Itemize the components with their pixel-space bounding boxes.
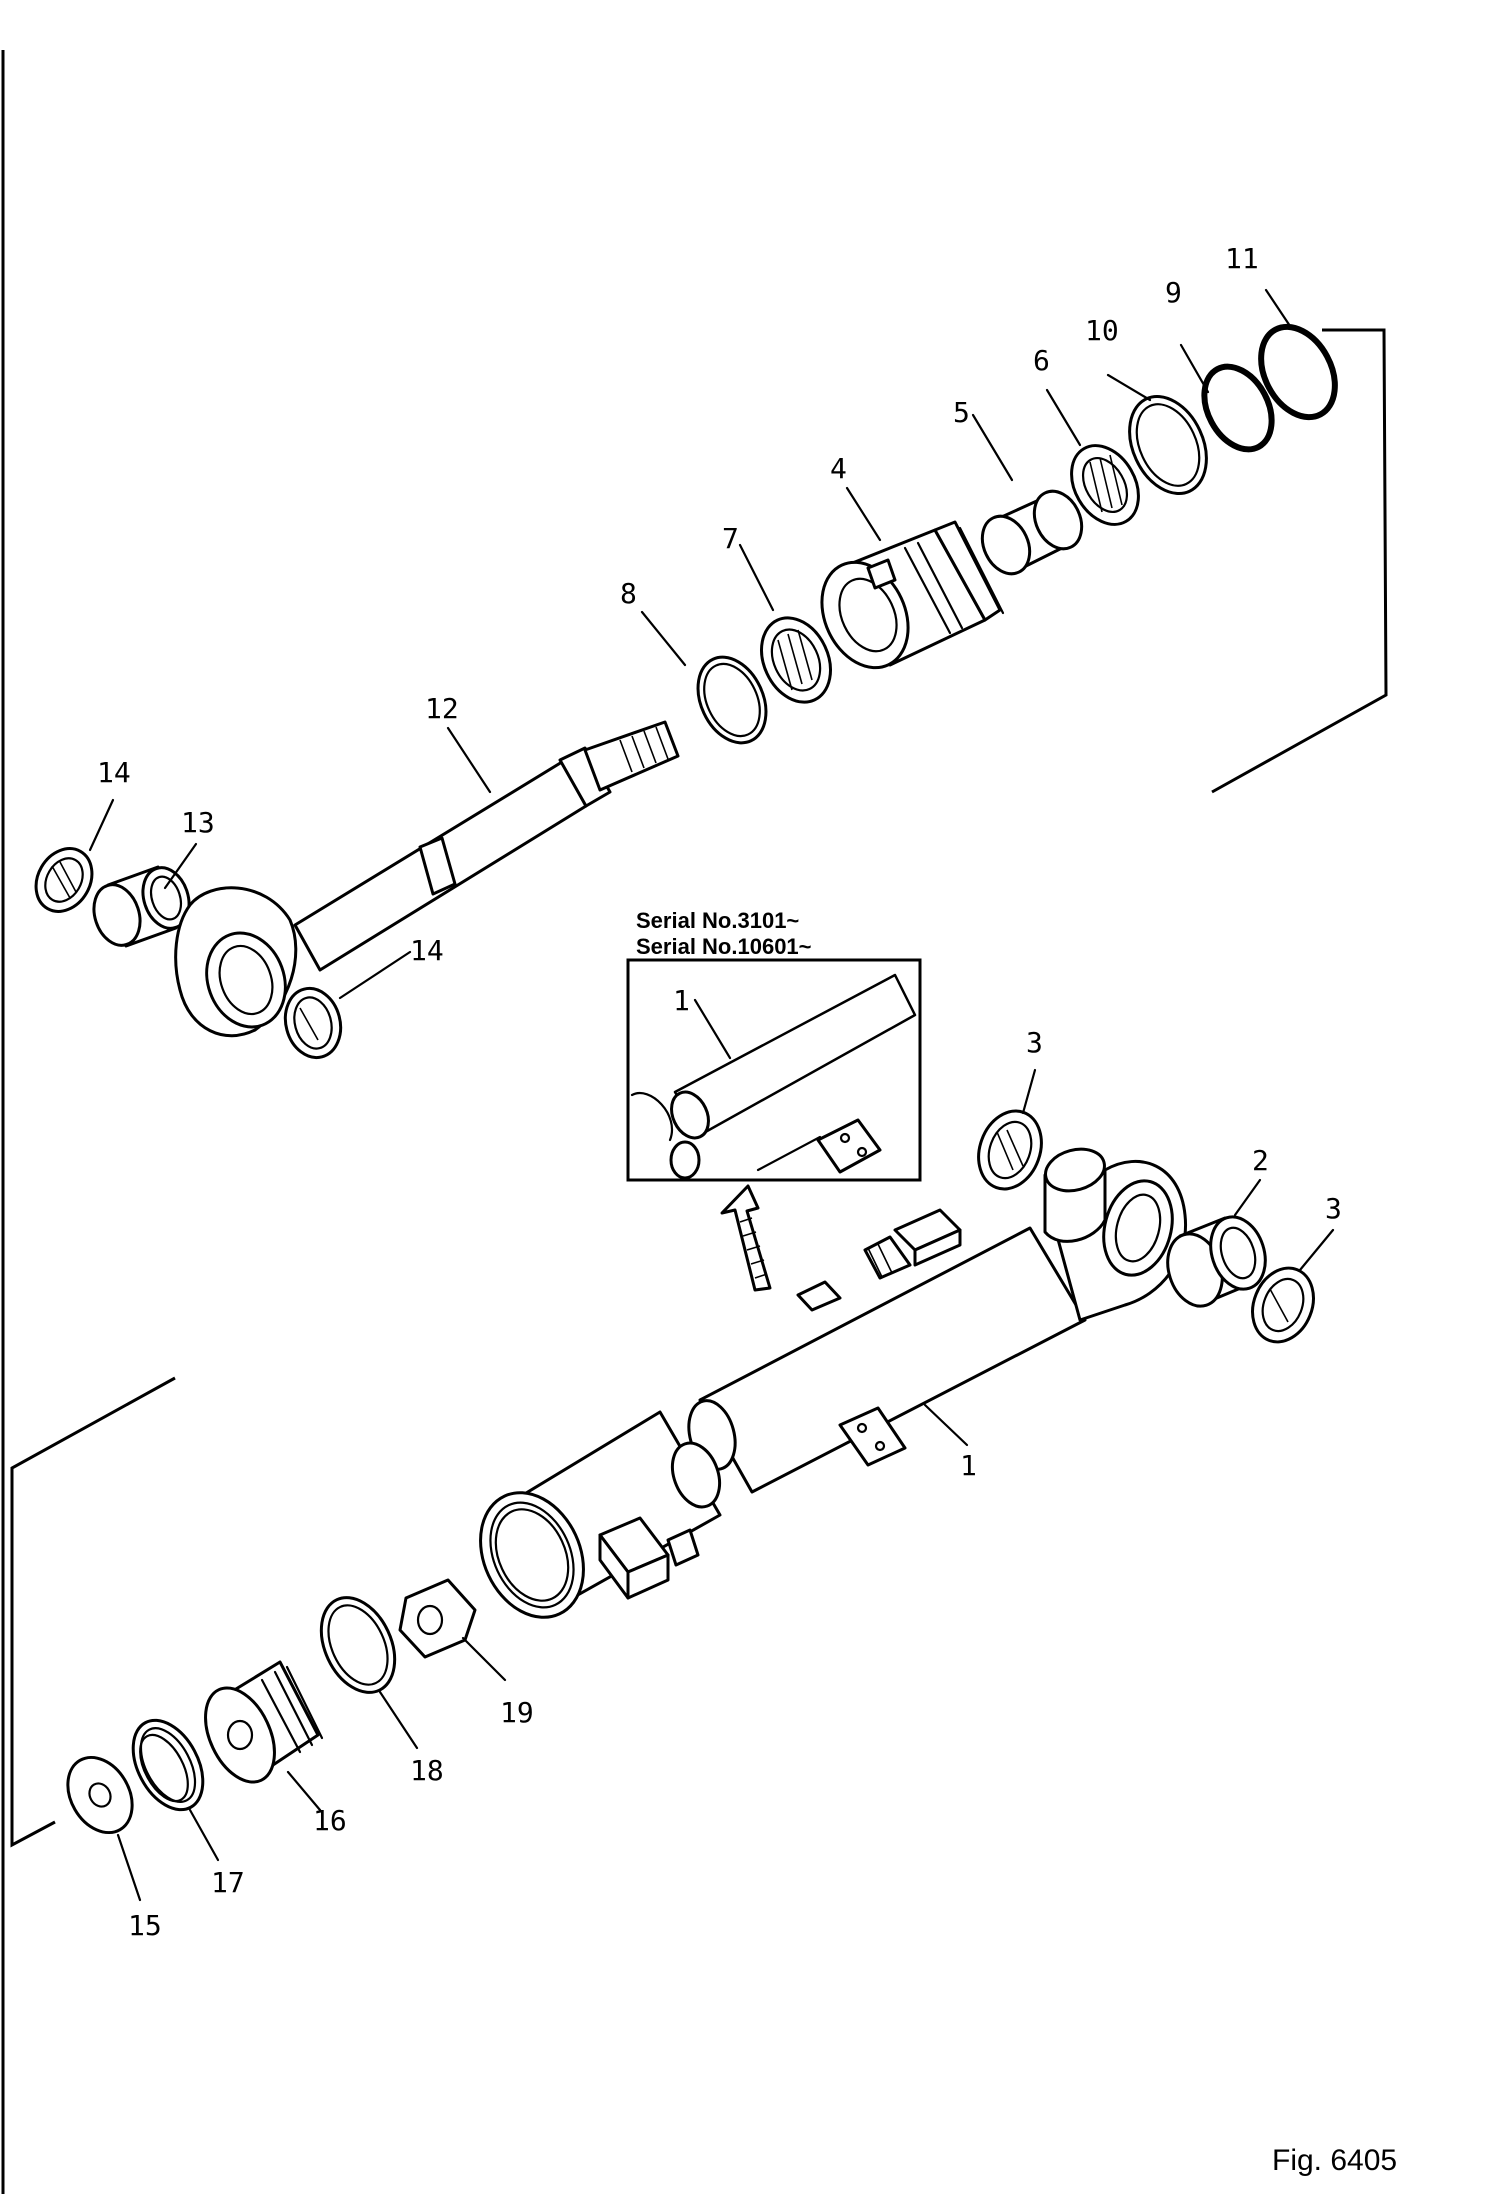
part-7-seal: [760, 616, 832, 704]
callout-3-lower: 3: [1325, 1192, 1342, 1225]
part-16-piston: [204, 1660, 324, 1784]
callout-14-right: 14: [410, 934, 444, 967]
inset-arrow: [720, 1184, 772, 1292]
callout-15: 15: [128, 1909, 162, 1942]
callout-5: 5: [953, 396, 970, 429]
part-3-bushing-lower: [1251, 1266, 1315, 1344]
callout-2: 2: [1252, 1144, 1269, 1177]
serial-number-2: Serial No.10601~: [636, 934, 812, 959]
callout-12: 12: [425, 692, 459, 725]
leader-lines: [88, 288, 1335, 1902]
callout-10: 10: [1085, 314, 1119, 347]
part-2-bushing: [1166, 1215, 1267, 1308]
callout-7-visible: 7: [722, 522, 739, 555]
part-15-washer: [66, 1755, 134, 1835]
part-13-bushing: [92, 865, 191, 948]
callout-16: 16: [313, 1804, 347, 1837]
part-12-piston-rod: [174, 720, 680, 1038]
upper-bracket-line: [1211, 328, 1388, 794]
callout-6: 6: [1033, 344, 1050, 377]
part-4-cylinder-head: [820, 520, 1005, 670]
callout-1: 1: [960, 1449, 977, 1482]
part-17-ring: [131, 1718, 205, 1812]
part-11-o-ring: [1258, 323, 1338, 421]
callout-14-left: 14: [97, 756, 131, 789]
part-6-seal: [1070, 444, 1140, 526]
part-1-cylinder-tube: [687, 1147, 1188, 1494]
part-5-bushing: [980, 489, 1084, 576]
part-1-cylinder-bottom: [479, 1410, 722, 1619]
inset-callout-1: 1: [673, 984, 690, 1017]
callout-4: 4: [830, 452, 847, 485]
callout-labels: 11 9 10 6 5 4 9 9 10 12 14 13 14 3 2 3 1…: [97, 242, 1342, 1942]
figure-label: Fig. 6405: [1272, 2144, 1397, 2177]
callout-8-visible: 8: [620, 577, 637, 610]
callout-19: 19: [500, 1696, 534, 1729]
serial-number-1: Serial No.3101~: [636, 908, 799, 933]
callout-13: 13: [181, 806, 215, 839]
callout-17: 17: [211, 1866, 245, 1899]
part-3-bushing-upper: [977, 1109, 1043, 1191]
part-19-nut: [398, 1578, 477, 1659]
serial-inset: [626, 958, 922, 1182]
lower-bracket-line: [10, 1376, 176, 1848]
part-18-ring: [319, 1596, 397, 1694]
callout-11: 11: [1225, 242, 1259, 275]
part-9-o-ring: [1201, 363, 1275, 453]
part-14-bushing-left: [34, 847, 94, 913]
part-14-bushing-right: [283, 986, 343, 1060]
callout-9: 9: [1165, 276, 1182, 309]
part-8-snap-ring: [696, 655, 768, 745]
callout-18: 18: [410, 1754, 444, 1787]
callout-3-upper: 3: [1026, 1026, 1043, 1059]
